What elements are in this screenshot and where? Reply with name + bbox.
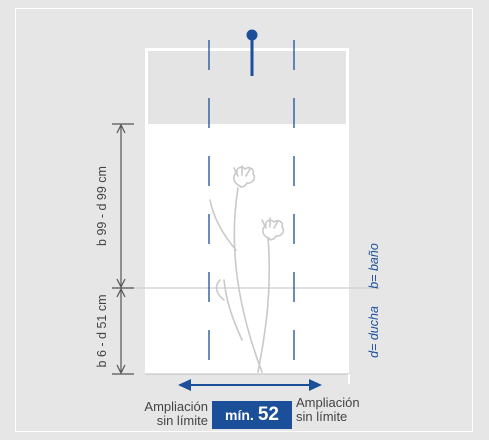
outer-frame [15,8,473,432]
dimension-lines [112,123,134,375]
blind-section [148,51,346,124]
extension-left-line2: sin límite [156,413,208,428]
pin-icon [246,29,258,76]
min-width-value: 52 [257,404,279,425]
extension-right-line1: Ampliación [296,395,360,410]
arrow-left-icon [178,379,191,391]
legend-bath: b= baño [367,243,381,289]
extension-right-text: Ampliación sin límite [296,396,406,424]
upper-height-label: b 99 - d 99 cm [95,166,109,246]
arrow-down-icon [116,278,126,289]
width-arrow [178,379,322,391]
arrow-right-icon [309,379,322,391]
arrow-up-icon [116,287,126,298]
min-width-label: mín. [225,407,254,423]
min-width-badge: mín. 52 [212,401,292,429]
chamomile-flower-icon [209,165,285,373]
lower-height-label: b 6 - d 51 cm [95,295,109,368]
arrow-up-icon [116,123,126,134]
legend-shower: d= ducha [367,306,381,358]
arrow-down-icon [116,364,126,375]
extension-left-line1: Ampliación [144,399,208,414]
extension-left-text: Ampliación sin límite [96,400,208,428]
extension-right-line2: sin límite [296,409,348,424]
